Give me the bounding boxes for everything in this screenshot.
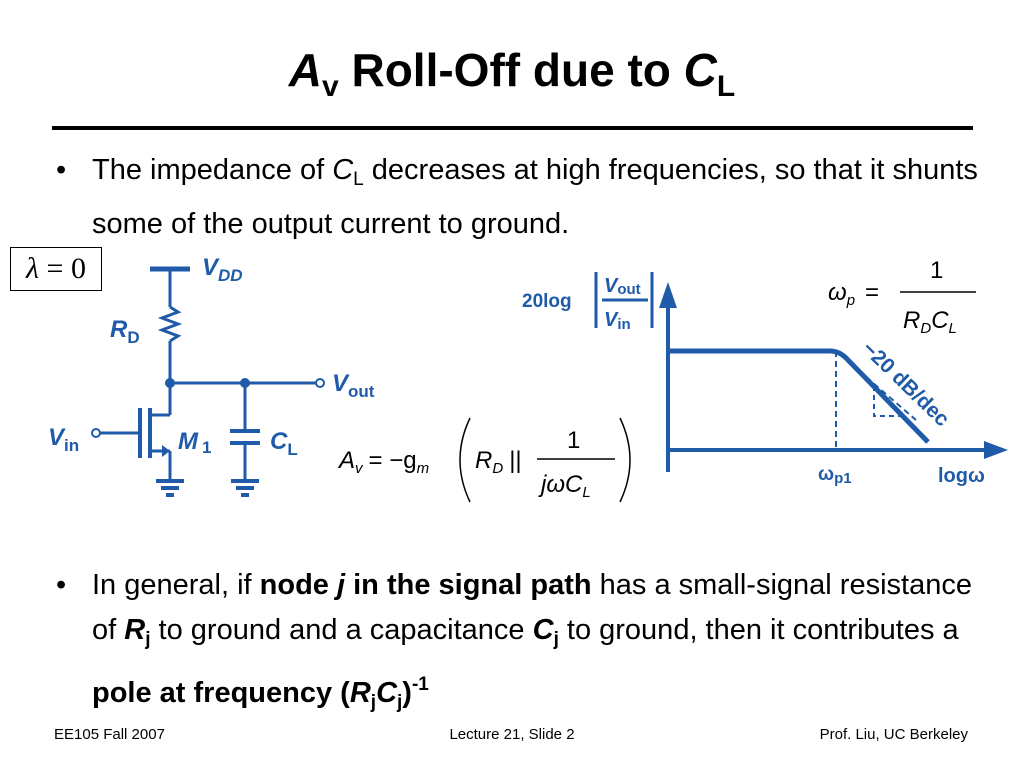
bullet2-exponent: -1 bbox=[411, 674, 429, 695]
y-axis-label-num: Vout bbox=[604, 275, 641, 298]
bullet1-c-sub: L bbox=[353, 169, 364, 190]
x-axis-arrow bbox=[984, 441, 1008, 459]
wp-num: 1 bbox=[930, 257, 943, 284]
bullet2-text-a: In general, if bbox=[92, 569, 260, 601]
asymptote bbox=[835, 350, 917, 421]
gain-eq-num: 1 bbox=[567, 427, 580, 454]
node-dot-2 bbox=[240, 378, 250, 388]
vout-terminal bbox=[315, 378, 325, 388]
bullet2-bold-pole: pole at frequency ( bbox=[92, 677, 350, 709]
rd-label: RD bbox=[110, 316, 140, 347]
y-axis-label-den: Vin bbox=[604, 309, 631, 333]
wp-den: RDCL bbox=[903, 307, 957, 337]
x-axis-label: logω bbox=[938, 465, 985, 487]
bullet2-r2: R bbox=[349, 677, 371, 709]
vdd-label: VDD bbox=[202, 254, 243, 285]
bullet1-text-b: decreases at high frequencies, so that i… bbox=[92, 154, 978, 240]
footer-right: Prof. Liu, UC Berkeley bbox=[819, 726, 968, 743]
bullet2-r: R bbox=[124, 614, 146, 646]
lambda-value: = 0 bbox=[39, 252, 86, 285]
title-c: C bbox=[683, 44, 717, 96]
rd-resistor bbox=[157, 305, 183, 343]
title-l-sub: L bbox=[716, 70, 736, 103]
bullet2-bold-path: in the signal path bbox=[345, 569, 592, 601]
footer-left: EE105 Fall 2007 bbox=[54, 726, 165, 743]
title-rule bbox=[52, 126, 973, 130]
title-v-sub: v bbox=[322, 70, 339, 103]
bullet-1: • The impedance of CL decreases at high … bbox=[56, 148, 992, 247]
y-axis-label-prefix: 20log bbox=[522, 291, 572, 312]
bullet1-c: C bbox=[332, 154, 354, 186]
bullet2-bold-node: node bbox=[259, 569, 337, 601]
bullet2-close-paren: ) bbox=[402, 677, 412, 709]
bullet2-text-b: has a small-signal resistance of bbox=[92, 569, 972, 646]
vin-label: Vin bbox=[48, 424, 79, 455]
node-dot-1 bbox=[165, 378, 175, 388]
footer-center: Lecture 21, Slide 2 bbox=[449, 726, 575, 743]
right-paren bbox=[619, 417, 631, 503]
pole-label: ωp1 bbox=[818, 464, 852, 487]
bullet2-text-d: to ground, then it contributes a bbox=[558, 614, 959, 646]
bullet-dot: • bbox=[56, 154, 67, 186]
lambda-symbol: λ bbox=[26, 252, 40, 285]
cl-label: CL bbox=[270, 428, 298, 459]
vout-label: Vout bbox=[332, 370, 375, 401]
title-text: Roll-Off due to bbox=[338, 44, 684, 96]
bullet2-text-c: to ground and a capacitance bbox=[150, 614, 533, 646]
vin-terminal bbox=[91, 428, 101, 438]
slide-title: Av Roll-Off due to CL bbox=[0, 40, 1024, 117]
bullet-dot: • bbox=[56, 569, 67, 601]
bullet1-text-a: The impedance of bbox=[92, 154, 333, 186]
bode-plot: 20log Vout Vin −20 dB/dec ωp1 logω ωp= 1… bbox=[522, 257, 1008, 487]
wp-lhs: ωp= bbox=[828, 279, 879, 309]
gain-eq-rd: RD|| bbox=[475, 447, 522, 477]
gain-eq-lhs: Av= −gm bbox=[337, 447, 429, 477]
source-arrow bbox=[162, 445, 170, 457]
bullet2-c2-sub: j bbox=[397, 692, 403, 713]
bullet2-c2: C bbox=[376, 677, 398, 709]
bullet2-c: C bbox=[532, 614, 554, 646]
y-axis-arrow bbox=[659, 282, 677, 308]
bullet-2: • In general, if node j in the signal pa… bbox=[56, 563, 997, 725]
bullet2-j: j bbox=[337, 569, 346, 601]
left-paren bbox=[459, 417, 471, 503]
gain-eq-den: jωCL bbox=[538, 471, 591, 501]
bullet2-r2-sub: j bbox=[370, 692, 377, 713]
slope-triangle bbox=[873, 386, 906, 417]
title-a: A bbox=[288, 44, 323, 96]
gain-equation: Av= −gm RD|| 1 jωCL bbox=[337, 417, 631, 503]
pole-equation: ωp= 1 RDCL bbox=[828, 257, 957, 337]
lambda-box: λ = 0 bbox=[10, 247, 102, 291]
bullet2-r-sub: j bbox=[145, 629, 151, 650]
bullet2-c-sub: j bbox=[553, 629, 559, 650]
